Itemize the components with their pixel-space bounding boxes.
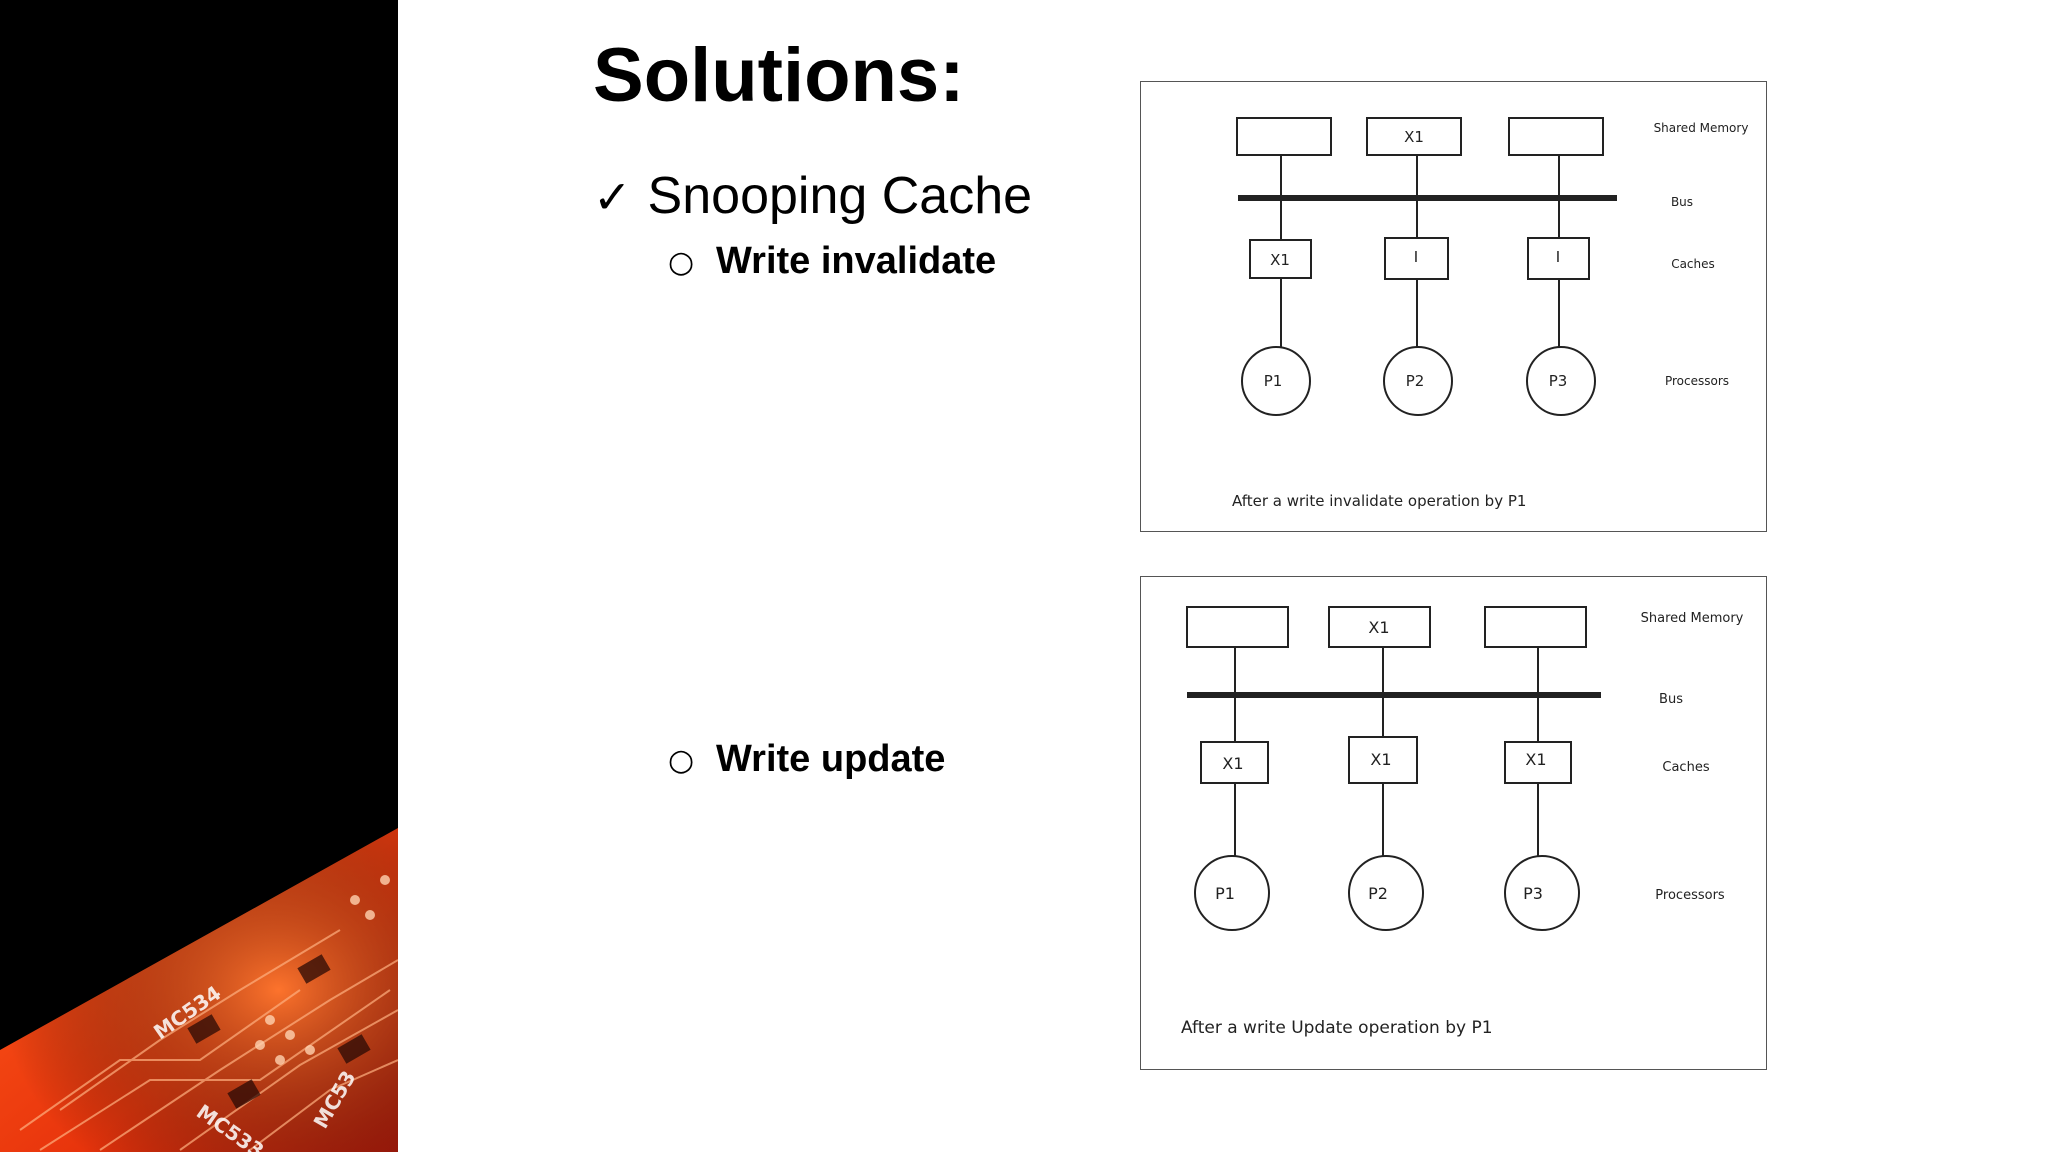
memory-block [1328,606,1431,648]
processor-node [1504,855,1580,931]
processor-node [1383,346,1453,416]
sub-bullet-write-invalidate: ○ Write invalidate [668,242,996,280]
shared-memory-label: Shared Memory [1641,611,1744,626]
bullet-text: Snooping Cache [647,167,1033,225]
cache-block [1384,237,1449,280]
processor-label: P1 [1264,372,1283,390]
processor-node [1241,346,1311,416]
processor-label: P1 [1215,884,1235,903]
caches-label: Caches [1671,257,1715,271]
bullet-snooping-cache: ✓ Snooping Cache [593,170,1032,222]
checkmark-icon: ✓ [593,170,632,224]
memory-block [1484,606,1587,648]
slide-title: Solutions: [593,33,965,118]
bus-label: Bus [1671,195,1693,209]
cache-label: X1 [1270,251,1290,269]
cache-label: X1 [1370,750,1391,769]
processor-node [1526,346,1596,416]
cache-block [1249,239,1312,279]
cache-block [1348,736,1418,784]
memory-block [1508,117,1604,156]
cache-block [1527,237,1590,280]
cache-label: X1 [1222,754,1243,773]
shared-memory-label: Shared Memory [1654,121,1749,135]
memory-block [1186,606,1289,648]
caches-label: Caches [1662,760,1709,775]
cache-block [1504,741,1572,784]
processors-label: Processors [1665,374,1729,388]
processor-label: P3 [1549,372,1568,390]
cache-label: I [1414,248,1418,266]
processor-label: P2 [1406,372,1425,390]
processor-label: P3 [1523,884,1543,903]
bus-label: Bus [1659,692,1683,707]
memory-label: X1 [1368,618,1389,637]
memory-block [1366,117,1462,156]
cache-block [1200,741,1269,784]
sub-bullet-text: Write invalidate [716,240,997,282]
memory-block [1236,117,1332,156]
sub-bullet-text: Write update [716,738,946,780]
cache-label: X1 [1525,750,1546,769]
sidebar-circuit-image: MC534 MC533 MC53 [0,0,398,1152]
circle-bullet-icon: ○ [668,244,695,280]
diagram-write-update: X1 X1 X1 X1 P1 P2 P3 Shared Memory Bus C… [1140,576,1767,1070]
processor-label: P2 [1368,884,1388,903]
processor-node [1348,855,1424,931]
diagram-write-invalidate: X1 X1 I I P1 P2 P3 Shared Memory Bus Cac… [1140,81,1767,532]
figure-caption: After a write Update operation by P1 [1181,1018,1493,1038]
sub-bullet-write-update: ○ Write update [668,740,945,778]
processor-node [1194,855,1270,931]
figure-caption: After a write invalidate operation by P1 [1232,492,1526,510]
processors-label: Processors [1655,888,1725,903]
circuit-board-illustration: MC534 MC533 MC53 [0,828,398,1152]
circle-bullet-icon: ○ [668,742,695,778]
memory-label: X1 [1404,128,1424,146]
cache-label: I [1556,248,1560,266]
